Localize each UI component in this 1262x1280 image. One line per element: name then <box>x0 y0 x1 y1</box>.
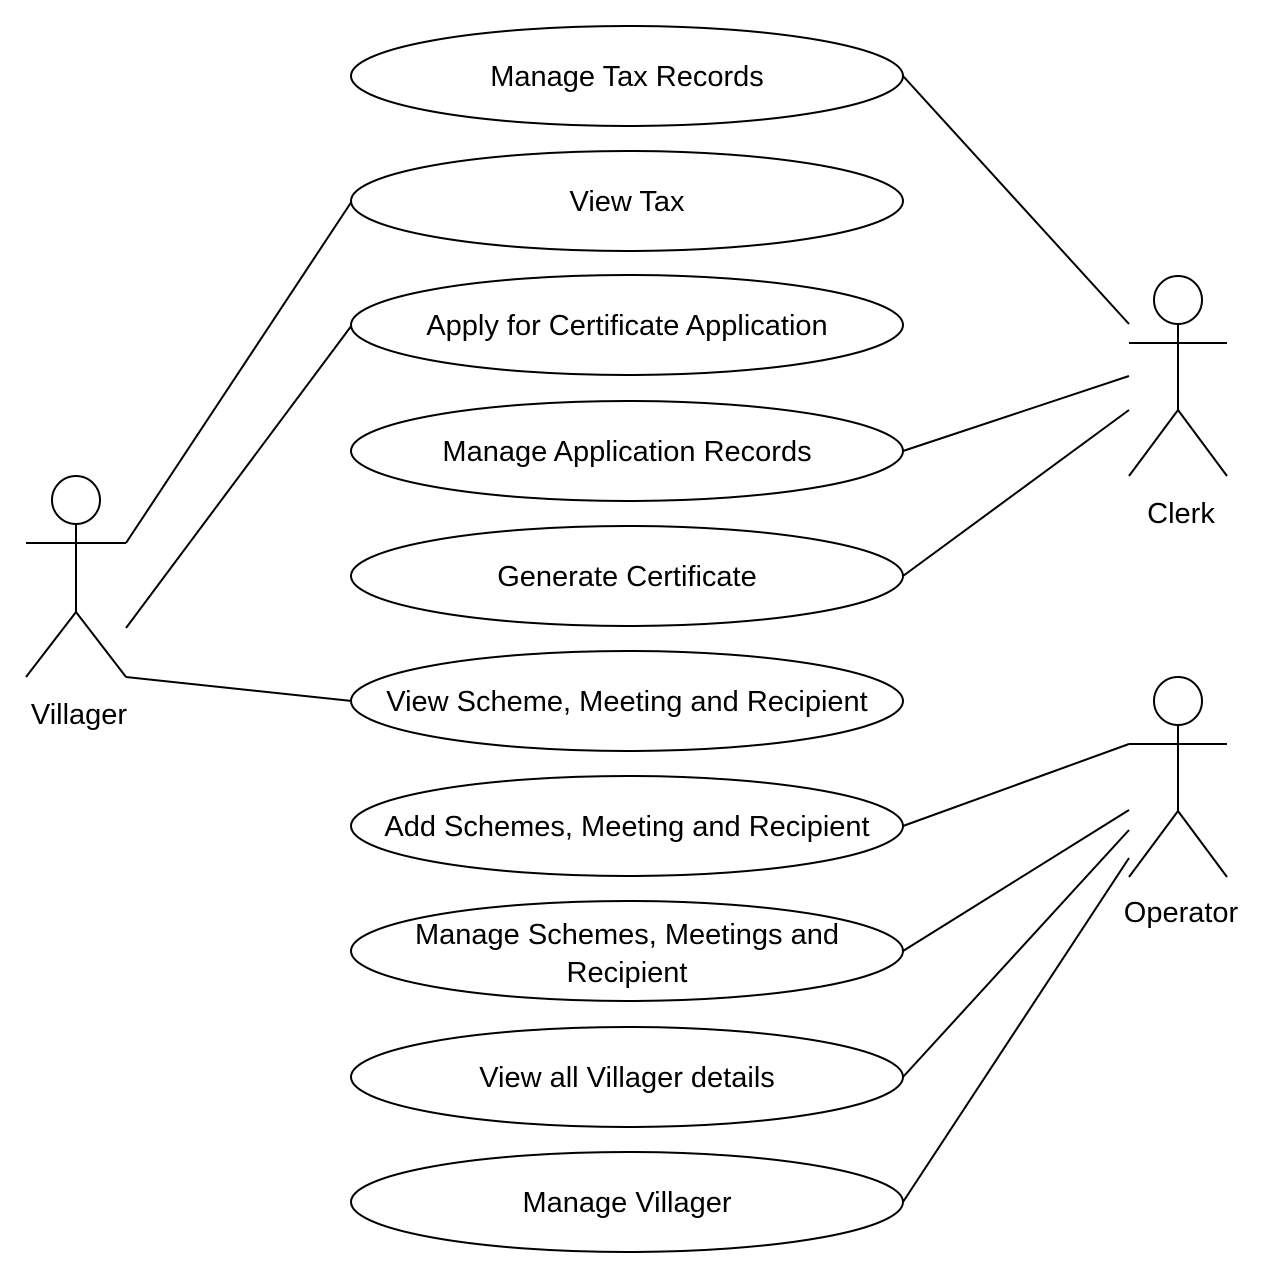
assoc-operator-add-schemes <box>902 743 1130 827</box>
assoc-operator-manage-schemes <box>902 809 1130 952</box>
actor-label: Villager <box>31 699 128 731</box>
use-case-manage-villager: Manage Villager <box>350 1151 904 1253</box>
use-case-ellipse <box>350 1151 904 1253</box>
stick-figure-icon <box>25 475 127 678</box>
use-case-label: Add Schemes, Meeting and Recipient <box>384 811 869 843</box>
use-case-generate-certificate: Generate Certificate <box>350 525 904 627</box>
use-case-ellipse <box>350 400 904 502</box>
use-case-ellipse <box>350 650 904 752</box>
assoc-clerk-manage-application-records <box>902 375 1130 452</box>
use-case-view-tax: View Tax <box>350 150 904 252</box>
actor-label: Clerk <box>1147 498 1215 530</box>
assoc-operator-view-all-villager <box>902 829 1130 1078</box>
actor-label: Operator <box>1124 897 1239 929</box>
assoc-villager-view-tax <box>125 200 353 544</box>
use-case-label: Generate Certificate <box>497 561 757 593</box>
assoc-clerk-generate-certificate <box>902 409 1130 577</box>
use-case-add-schemes: Add Schemes, Meeting and Recipient <box>350 775 904 877</box>
use-case-view-scheme: View Scheme, Meeting and Recipient <box>350 650 904 752</box>
use-case-label: View all Villager details <box>479 1062 775 1094</box>
association-lines <box>125 75 1130 1203</box>
use-case-view-all-villager: View all Villager details <box>350 1026 904 1128</box>
use-case-ellipse <box>350 25 904 127</box>
assoc-villager-view-scheme <box>125 676 353 702</box>
use-case-label: View Tax <box>570 186 685 218</box>
assoc-villager-apply-certificate <box>125 324 353 629</box>
assoc-operator-manage-villager <box>902 857 1130 1203</box>
use-case-ellipse <box>350 525 904 627</box>
actor-clerk: Clerk <box>1128 275 1228 530</box>
assoc-clerk-manage-tax-records <box>902 75 1130 325</box>
use-case-ellipse <box>350 150 904 252</box>
use-case-ellipse <box>350 274 904 376</box>
use-case-label: View Scheme, Meeting and Recipient <box>386 686 867 718</box>
use-case-apply-certificate: Apply for Certificate Application <box>350 274 904 376</box>
use-case-manage-application-records: Manage Application Records <box>350 400 904 502</box>
actor-villager: Villager <box>25 475 128 731</box>
use-case-ellipse <box>350 900 904 1002</box>
use-case-ellipse <box>350 1026 904 1128</box>
actor-operator: Operator <box>1124 676 1239 929</box>
use-case-ellipse <box>350 775 904 877</box>
use-case-label: Manage Application Records <box>442 436 811 468</box>
use-case-label-line2: Recipient <box>567 957 688 989</box>
stick-figure-icon <box>1128 275 1228 477</box>
use-case-manage-tax-records: Manage Tax Records <box>350 25 904 127</box>
use-case-label: Manage Tax Records <box>490 61 764 93</box>
use-case-label: Apply for Certificate Application <box>426 310 827 342</box>
use-case-manage-schemes: Manage Schemes, Meetings and Recipient <box>350 900 904 1002</box>
use-case-label-line1: Manage Schemes, Meetings and <box>415 919 839 951</box>
stick-figure-icon <box>1128 676 1228 878</box>
use-case-label: Manage Villager <box>522 1187 731 1219</box>
